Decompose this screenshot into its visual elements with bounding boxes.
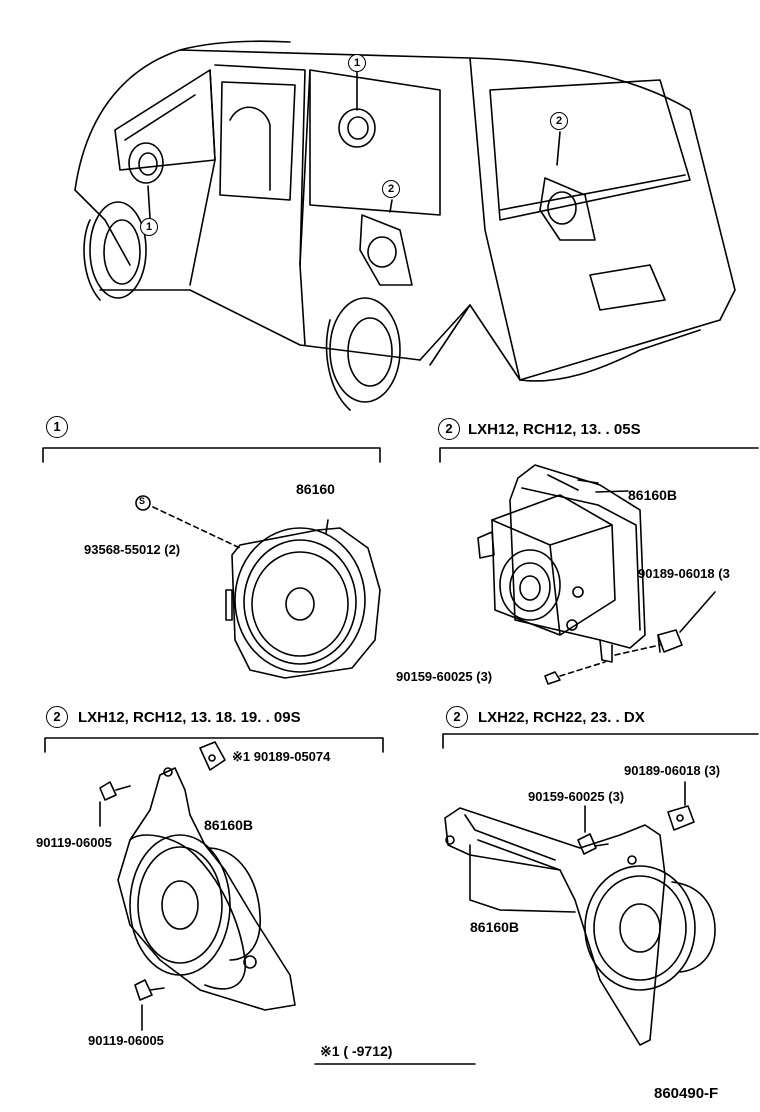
- marker-text: 2: [53, 709, 61, 724]
- diagram-code: 860490-F: [654, 1085, 719, 1102]
- section3-bracket: [44, 737, 384, 753]
- section3-title: LXH12, RCH12, 13. 18. 19. . 09S: [78, 709, 301, 726]
- part-90189-06018-b: 90189-06018 (3): [624, 763, 721, 778]
- section2-marker: 2: [438, 418, 460, 440]
- part-90159-60025-b: 90159-60025 (3): [528, 789, 625, 804]
- marker-text: 1: [53, 419, 61, 434]
- part-90119-06005-a: 90119-06005: [36, 835, 112, 850]
- part-90119-06005-b: 90119-06005: [88, 1033, 164, 1048]
- part-86160b-box: 86160B: [628, 487, 678, 503]
- marker-text: 2: [453, 709, 461, 724]
- section1-bracket: [42, 447, 381, 463]
- section2-title: LXH12, RCH12, 13. . 05S: [468, 421, 641, 438]
- callout-1-front-door: 1: [140, 218, 158, 236]
- callout-2-rear: 2: [550, 112, 568, 130]
- callout-1-rear-door: 1: [348, 54, 366, 72]
- callout-text: 2: [387, 183, 395, 195]
- speaker-box-86160b: [477, 464, 716, 685]
- callout-text: 1: [145, 221, 153, 233]
- callout-text: 2: [555, 115, 563, 127]
- callout-text: 1: [353, 57, 361, 69]
- footnote: ※1 ( -9712): [320, 1043, 393, 1059]
- part-86160: 86160: [296, 481, 335, 497]
- part-90189-05074: ※1 90189-05074: [232, 749, 331, 764]
- section3-marker: 2: [46, 706, 68, 728]
- part-90189-06018-a: 90189-06018 (3: [638, 566, 730, 581]
- section1-marker: 1: [46, 416, 68, 438]
- speaker-bracket-left: [99, 741, 296, 1031]
- section4-bracket: [442, 733, 759, 749]
- section4-title: LXH22, RCH22, 23. . DX: [478, 709, 645, 726]
- part-86160b-left: 86160B: [204, 817, 254, 833]
- s-symbol: S: [139, 496, 146, 506]
- section4-marker: 2: [446, 706, 468, 728]
- van-illustration: [74, 40, 736, 411]
- callout-2-side: 2: [382, 180, 400, 198]
- speaker-86160: [135, 495, 381, 679]
- part-86160b-right: 86160B: [470, 919, 520, 935]
- section2-bracket: [439, 447, 759, 463]
- speaker-bracket-right: [444, 781, 716, 1046]
- part-93568-55012: 93568-55012 (2): [84, 542, 181, 557]
- part-90159-60025-a: 90159-60025 (3): [396, 669, 493, 684]
- marker-text: 2: [445, 421, 453, 436]
